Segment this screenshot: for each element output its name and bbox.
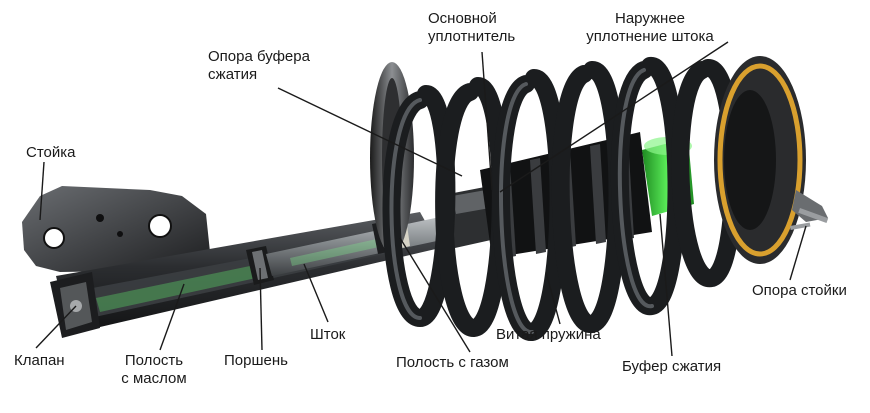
leader-opora-stoyki [789, 225, 807, 281]
label-polost-maslom: Полость с маслом [108, 352, 200, 388]
leader-naruzhnee-uplotnenie [499, 41, 729, 193]
label-opora-bufera-line2: сжатия [208, 66, 258, 83]
label-osnovnoy-uplotnitel-line1: Основной [428, 10, 497, 27]
label-naruzhnee-uplotnenie-line1: Наружнее [614, 10, 686, 27]
label-shtok: Шток [310, 326, 346, 343]
coil-spring [382, 57, 743, 341]
label-klapan: Клапан [14, 352, 65, 369]
label-vitaya-pruzhina: Витая пружина [496, 326, 601, 343]
label-bufer-szhatiya: Буфер сжатия [622, 358, 722, 375]
label-naruzhnee-uplotnenie: Наружнее уплотнение штока [568, 10, 732, 46]
label-polost-maslom-line1: Полость [124, 352, 184, 369]
strut-bracket [22, 186, 210, 272]
leader-lines [35, 41, 807, 357]
leader-polost-maslom [159, 283, 185, 351]
label-stoyka: Стойка [26, 144, 76, 161]
label-opora-stoyki: Опора стойки [752, 282, 847, 299]
top-mount [714, 56, 829, 264]
label-osnovnoy-uplotnitel-line2: уплотнитель [428, 28, 516, 45]
label-osnovnoy-uplotnitel: Основной уплотнитель [428, 10, 515, 46]
label-naruzhnee-uplotnenie-line2: уплотнение штока [586, 28, 714, 45]
leader-klapan [35, 305, 77, 349]
leader-opora-bufera [277, 87, 463, 177]
leader-osnovnoy-uplotnitel [481, 51, 493, 191]
leader-porshen [259, 267, 263, 351]
leader-polost-gazom [399, 237, 471, 353]
label-opora-bufera-line1: Опора буфера [208, 48, 310, 65]
leader-bufer-szhatiya [659, 213, 673, 357]
label-opora-bufera: Опора буфера сжатия [208, 48, 310, 84]
label-polost-gazom: Полость с газом [396, 354, 509, 371]
label-porshen: Поршень [224, 352, 288, 369]
leader-vitaya-pruzhina [545, 271, 561, 325]
leader-stoyka [39, 161, 45, 221]
leader-shtok [303, 263, 329, 323]
label-polost-maslom-line2: с маслом [121, 370, 187, 387]
